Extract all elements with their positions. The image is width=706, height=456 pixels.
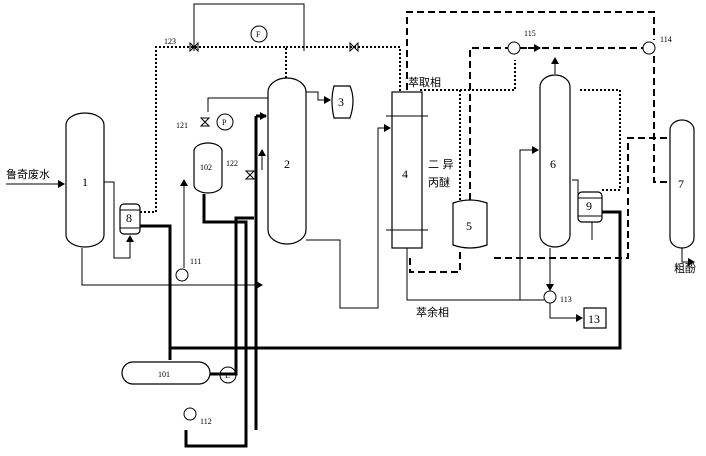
valve-122 <box>244 170 256 180</box>
tag-113: 113 <box>560 295 572 304</box>
label-101: 101 <box>158 370 170 379</box>
label-1: 1 <box>82 175 88 189</box>
drum-3 <box>331 85 354 119</box>
exchanger-8 <box>119 203 141 235</box>
label-102: 102 <box>200 163 212 172</box>
label-8: 8 <box>126 211 132 225</box>
label-5: 5 <box>466 219 472 233</box>
tag-112: 112 <box>200 417 212 426</box>
exchanger-111 <box>175 268 189 282</box>
dashed-lines <box>406 11 668 273</box>
exchanger-9 <box>577 191 603 223</box>
label-4: 4 <box>402 167 408 181</box>
raffinate-phase-label: 萃余相 <box>416 305 449 319</box>
label-13: 13 <box>588 312 600 326</box>
flow-indicator <box>250 25 268 43</box>
solvent-label-line1: 二 异 <box>428 158 454 171</box>
tag-114: 114 <box>660 35 672 44</box>
exchanger-114 <box>642 41 656 55</box>
crude-phenol-label: 粗酚 <box>674 261 696 275</box>
label-7: 7 <box>678 177 684 191</box>
flow-indicator-label: F <box>256 30 261 39</box>
level-indicator-label: L <box>225 371 230 380</box>
tag-115: 115 <box>524 29 536 38</box>
pump-indicator-label: P <box>222 118 227 127</box>
bold-lines <box>140 112 622 448</box>
drum-5 <box>452 199 488 249</box>
column-1 <box>65 112 105 248</box>
label-2: 2 <box>284 157 290 171</box>
tag-123: 123 <box>164 37 176 46</box>
label-6: 6 <box>550 157 556 171</box>
exchanger-115 <box>507 41 521 55</box>
tag-122: 122 <box>226 159 238 168</box>
label-9: 9 <box>586 199 592 213</box>
extract-phase-label: 萃取相 <box>408 76 441 89</box>
box-13 <box>583 307 607 329</box>
label-3: 3 <box>338 95 344 109</box>
dotted-lines <box>140 46 621 213</box>
thin-lines <box>6 3 695 322</box>
column-6 <box>539 74 571 248</box>
exchanger-113 <box>543 290 557 304</box>
tag-111: 111 <box>190 257 201 266</box>
pump-indicator <box>216 113 234 131</box>
exchanger-112 <box>183 407 197 421</box>
feed-label: 鲁奇废水 <box>6 167 50 181</box>
valve-121 <box>199 117 211 127</box>
solvent-label-line2: 丙醚 <box>428 175 450 189</box>
tag-121: 121 <box>176 121 188 130</box>
vessel-102 <box>193 142 223 194</box>
